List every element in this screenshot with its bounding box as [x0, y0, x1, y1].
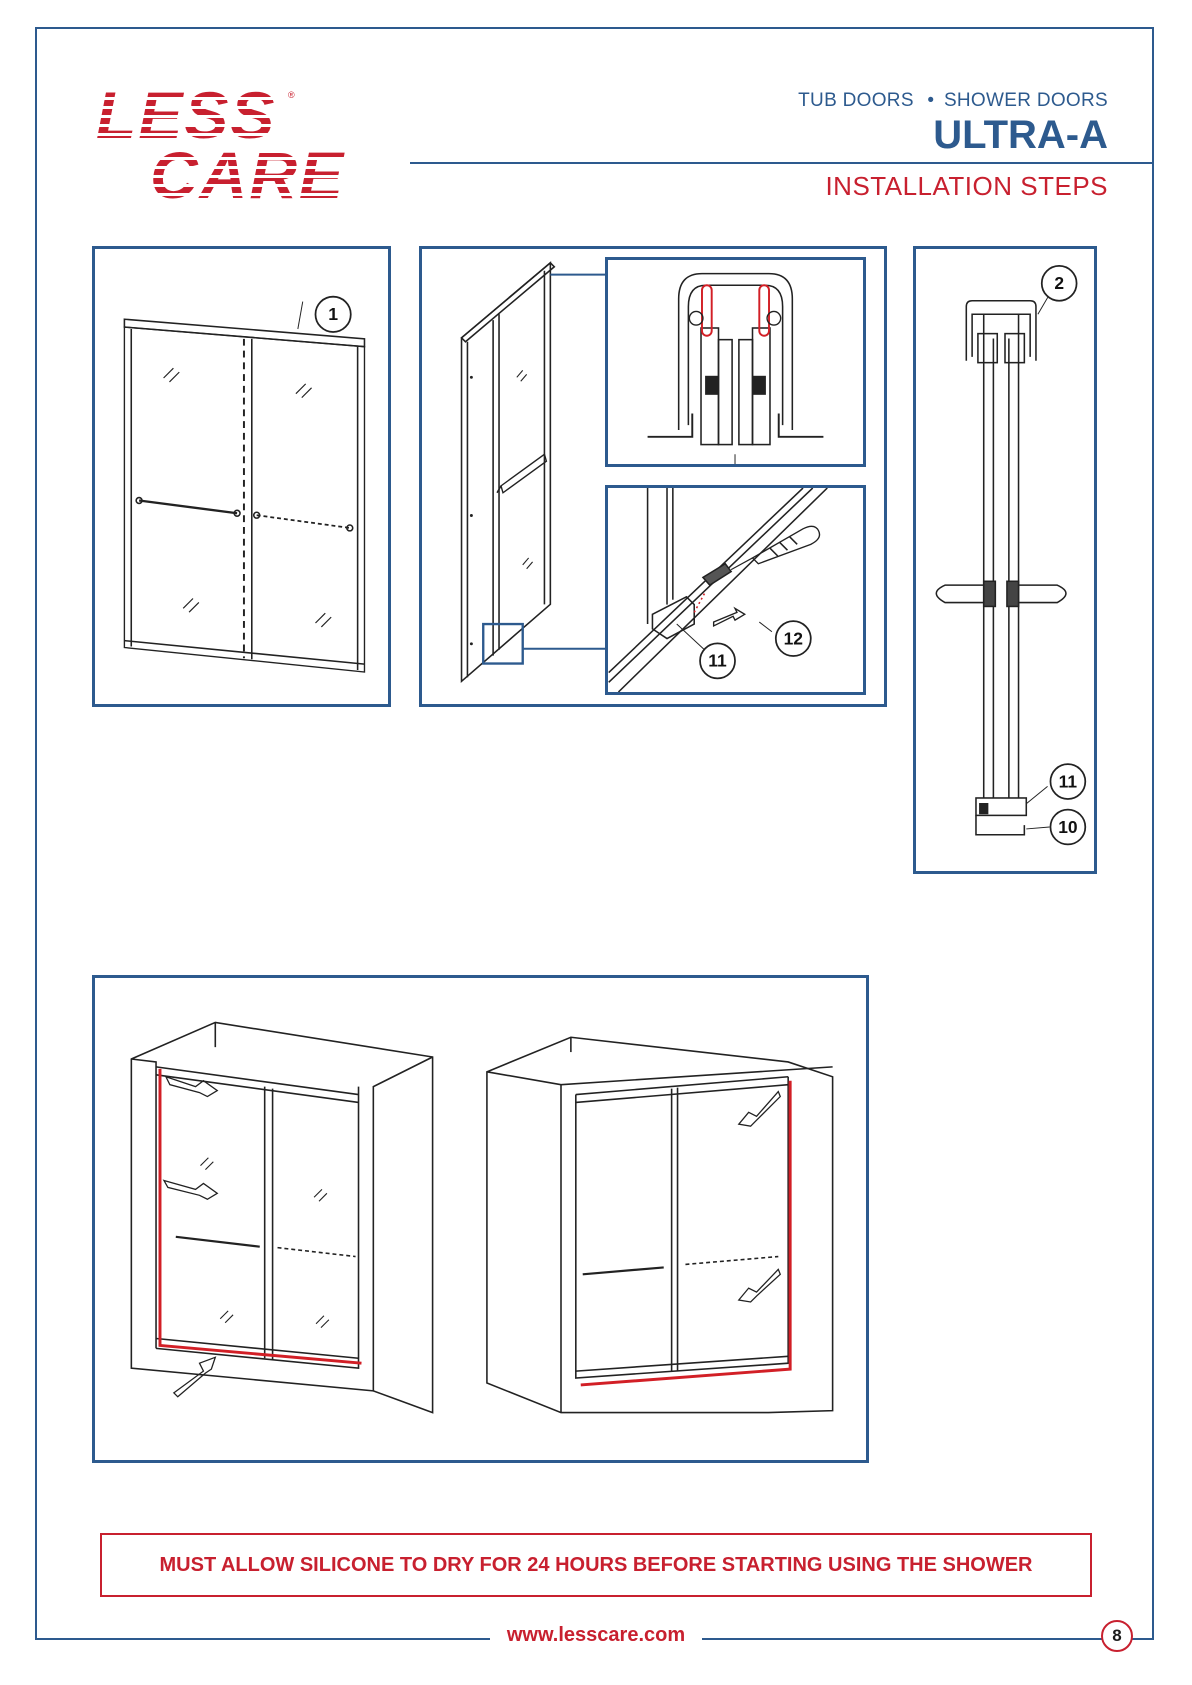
product-category: TUB DOORS • SHOWER DOORS	[798, 90, 1108, 112]
logo-word-care: CARE	[150, 142, 345, 208]
callout-12: 12	[759, 621, 810, 656]
figure-guide-detail: 12 11	[605, 485, 866, 695]
page-number: 8	[1101, 1620, 1133, 1652]
product-title: ULTRA-A	[933, 113, 1108, 158]
callout-11-detail: 11	[677, 624, 735, 678]
callout-2-label: 2	[1054, 273, 1064, 293]
callout-10-label: 10	[1058, 817, 1077, 837]
footer-line-right	[702, 1638, 1101, 1640]
silicone-drying-warning: MUST ALLOW SILICONE TO DRY FOR 24 HOURS …	[100, 1533, 1092, 1597]
category-separator: •	[927, 90, 934, 111]
silicone-application-illustration	[95, 978, 866, 1460]
callout-1-label: 1	[328, 304, 338, 324]
door-front-illustration: 1	[95, 249, 388, 704]
figure-silicone-application	[92, 975, 869, 1463]
roller-detail-illustration	[608, 260, 863, 464]
header-divider	[410, 162, 1152, 164]
figure-side-section: 2 11 10	[913, 246, 1097, 874]
category-tub-doors: TUB DOORS	[798, 90, 914, 111]
callout-11-detail-label: 11	[708, 651, 727, 671]
figure-front-view: 1	[92, 246, 391, 707]
callout-1: 1	[315, 297, 350, 332]
lesscare-logo: LESS CARE	[90, 82, 360, 207]
section-title: INSTALLATION STEPS	[825, 171, 1108, 202]
footer-line-left	[35, 1638, 490, 1640]
category-shower-doors: SHOWER DOORS	[944, 90, 1108, 111]
callout-11-section: 11	[1026, 764, 1085, 804]
callout-12-label: 12	[784, 628, 804, 648]
callout-2: 2	[1038, 266, 1077, 314]
registered-mark: ®	[288, 90, 295, 100]
callout-11-section-label: 11	[1059, 771, 1078, 791]
side-section-illustration: 2 11 10	[916, 249, 1094, 871]
figure-roller-detail	[605, 257, 866, 467]
callout-10: 10	[1026, 810, 1085, 845]
website-link[interactable]: www.lesscare.com	[490, 1624, 702, 1647]
guide-detail-illustration: 12 11	[608, 488, 863, 692]
